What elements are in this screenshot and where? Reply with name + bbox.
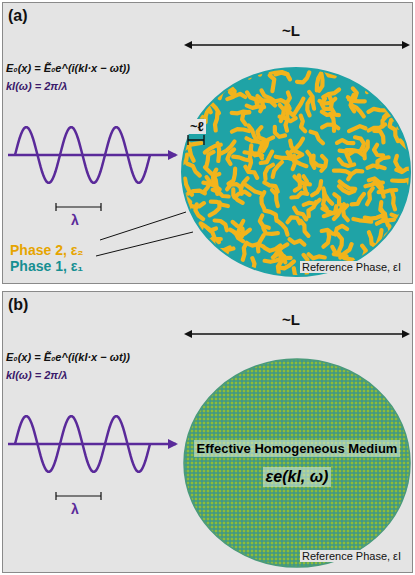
ellipse-shape [183,358,411,568]
wavelength-label: λ [71,501,79,517]
propagation-arrow [8,154,176,157]
effective-medium-ellipse: Effective Homogeneous Medium εe(kI, ω) [183,358,411,568]
panel-label: (a) [8,7,28,25]
leader-line [100,212,186,240]
wavelength-bracket [56,203,101,211]
wavelength-bracket [56,492,101,500]
phase-label: Phase 2, ε₂ [8,242,86,258]
field-formula: E₀(x) = Ẽ₀e^(i(kI·x − ωt)) [6,351,130,363]
length-scale-label: ~ℓ [188,119,206,134]
permittivity-label: εe(kI, ω) [263,467,332,487]
phase-label: Phase 1, ε₁ [8,258,85,274]
wavevector-formula: kI(ω) = 2π/λ [6,369,67,381]
length-arrow [186,44,408,45]
leader-line [96,232,193,256]
field-formula: E₀(x) = Ẽ₀e^(i(kI·x − ωt)) [6,62,130,74]
medium-title: Effective Homogeneous Medium [194,440,401,457]
length-label: ~L [282,311,300,328]
wavelength-label: λ [71,212,79,228]
propagation-arrow [8,443,176,446]
composite-ellipse [182,68,410,276]
scale-marker [188,135,204,145]
reference-label: Reference Phase, εI [300,550,403,562]
wavevector-formula: kI(ω) = 2π/λ [6,80,67,92]
length-arrow [186,333,408,334]
panel-label: (b) [8,296,28,314]
length-label: ~L [282,22,300,39]
reference-label: Reference Phase, εI [300,261,403,273]
maze-texture [166,61,415,287]
